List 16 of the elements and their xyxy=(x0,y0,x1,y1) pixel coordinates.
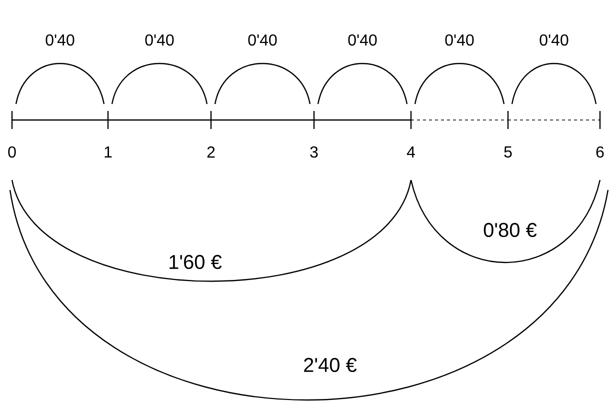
tick-label: 4 xyxy=(406,146,415,158)
tick-label: 0 xyxy=(8,146,16,158)
total-label: 2'40 € xyxy=(304,358,357,372)
interval-label: 0'40 xyxy=(348,34,377,46)
tick-label: 2 xyxy=(207,146,215,158)
interval-label: 0'40 xyxy=(46,34,74,46)
tick-label: 5 xyxy=(504,146,512,158)
interval-label: 0'40 xyxy=(540,34,568,46)
interval-label: 0'40 xyxy=(145,34,174,46)
interval-label: 0'40 xyxy=(248,34,277,46)
interval-label: 0'40 xyxy=(445,34,474,46)
tick-label: 6 xyxy=(596,146,604,158)
total-label: 1'60 € xyxy=(170,254,222,270)
tick-label: 1 xyxy=(104,146,112,158)
tick-label: 3 xyxy=(310,146,318,158)
total-label: 0'80 € xyxy=(484,222,537,238)
